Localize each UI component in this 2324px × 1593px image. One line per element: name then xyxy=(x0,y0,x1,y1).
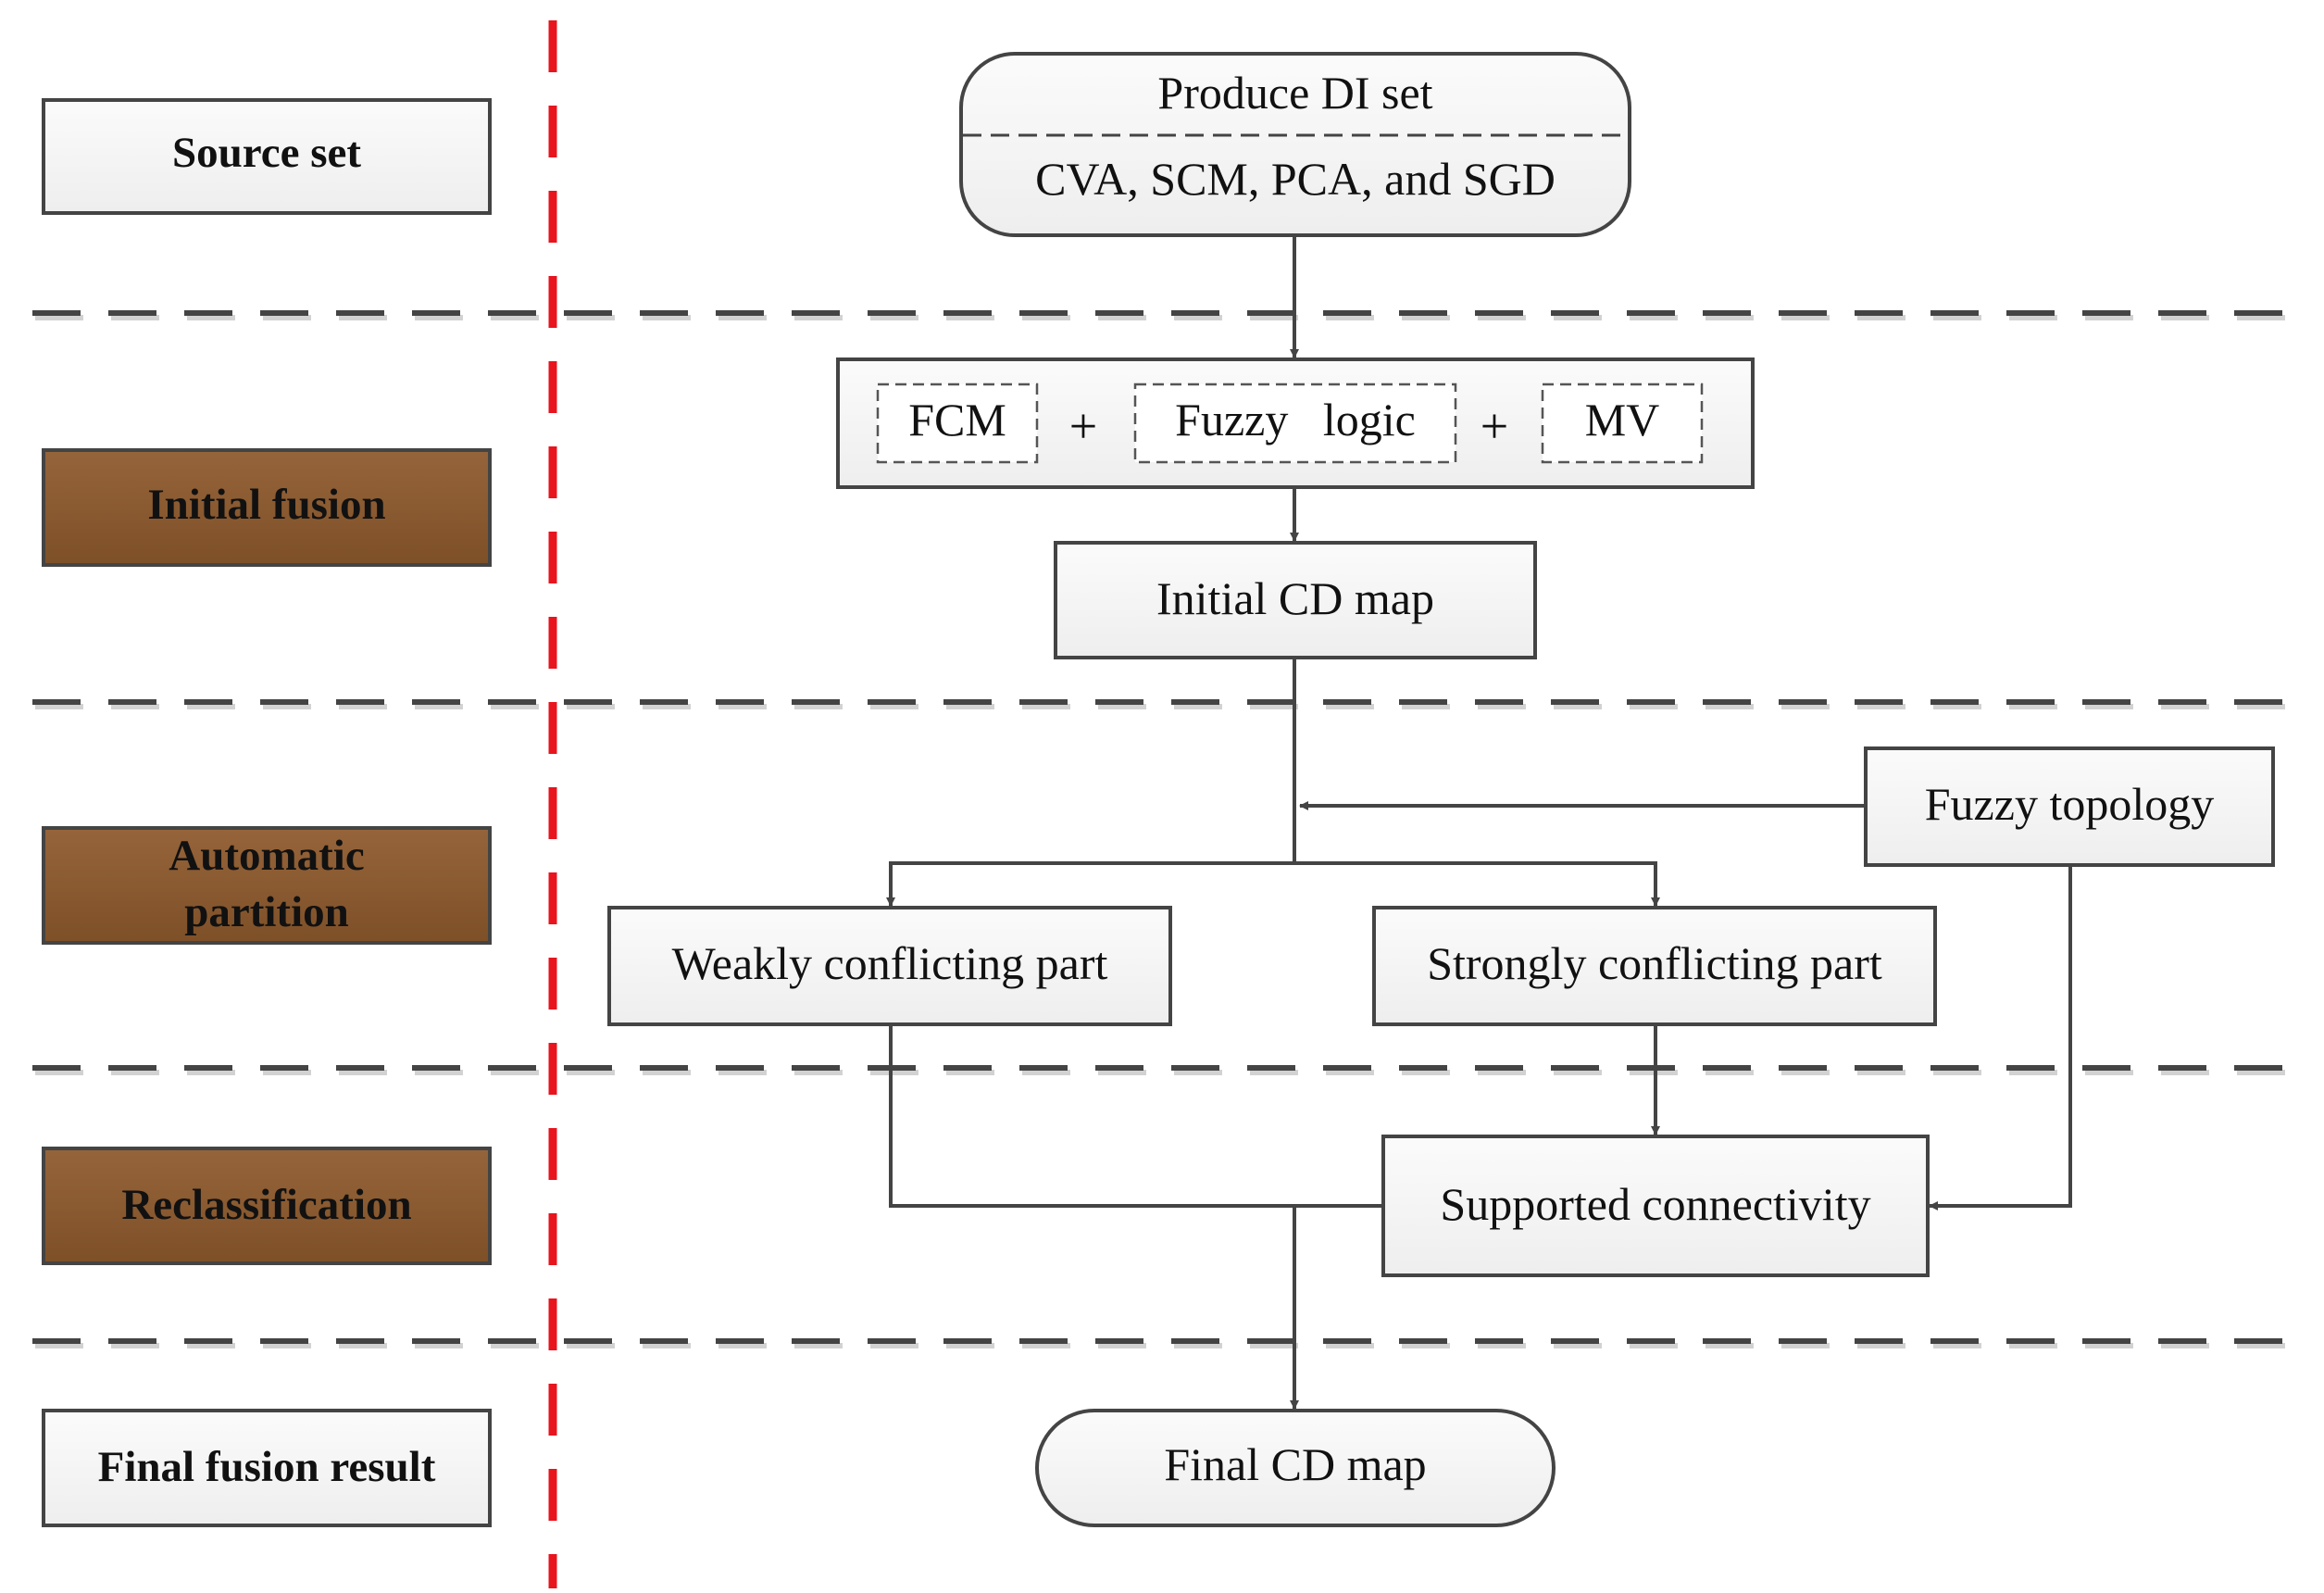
svg-text:Final CD map: Final CD map xyxy=(1164,1438,1426,1490)
arrow-topology-to-supported xyxy=(1929,865,2072,1210)
connectors xyxy=(886,235,2072,1410)
stage-labels: Source set Initial fusion Automatic part… xyxy=(42,98,492,1527)
stage-reclassification: Reclassification xyxy=(42,1147,492,1265)
node-strongly-conflicting-part: Strongly conflicting part xyxy=(1372,906,1937,1026)
svg-text:partition: partition xyxy=(184,888,349,936)
svg-text:CVA, SCM, PCA, and SGD: CVA, SCM, PCA, and SGD xyxy=(1035,153,1556,205)
svg-text:Strongly conflicting part: Strongly conflicting part xyxy=(1427,937,1882,989)
node-produce-di-set: Produce DI set CVA, SCM, PCA, and SGD xyxy=(959,52,1631,237)
stage-automatic-partition: Automatic partition xyxy=(42,826,492,945)
node-final-cd-map: Final CD map xyxy=(1035,1409,1556,1527)
svg-text:Reclassification: Reclassification xyxy=(121,1181,411,1229)
stage-final-fusion-result: Final fusion result xyxy=(42,1409,492,1527)
svg-text:Initial CD map: Initial CD map xyxy=(1156,572,1434,624)
svg-text:Supported connectivity: Supported connectivity xyxy=(1440,1178,1870,1230)
svg-text:Initial fusion: Initial fusion xyxy=(147,481,385,529)
svg-text:Weakly conflicting part: Weakly conflicting part xyxy=(672,937,1108,989)
svg-text:FCM: FCM xyxy=(908,394,1006,445)
stage-initial-fusion: Initial fusion xyxy=(42,448,492,567)
svg-text:Fuzzy logic: Fuzzy logic xyxy=(1175,394,1416,445)
svg-text:MV: MV xyxy=(1585,394,1660,445)
stage-source-set: Source set xyxy=(42,98,492,215)
method-fcm: FCM xyxy=(876,383,1039,464)
svg-text:Fuzzy topology: Fuzzy topology xyxy=(1925,778,2214,830)
node-initial-cd-map: Initial CD map xyxy=(1054,541,1537,659)
node-fuzzy-topology: Fuzzy topology xyxy=(1864,746,2275,867)
svg-text:Automatic: Automatic xyxy=(169,832,364,880)
arrow-split-to-strongly xyxy=(1294,861,1660,907)
plus-sign: + xyxy=(1069,398,1097,454)
svg-text:Source set: Source set xyxy=(172,129,361,177)
plus-sign: + xyxy=(1481,398,1508,454)
method-fuzzy-logic: Fuzzy logic xyxy=(1133,383,1457,464)
svg-text:Final fusion result: Final fusion result xyxy=(98,1443,436,1491)
method-mv: MV xyxy=(1541,383,1704,464)
svg-text:Produce DI set: Produce DI set xyxy=(1157,67,1432,119)
node-supported-connectivity: Supported connectivity xyxy=(1381,1135,1930,1277)
arrow-split-to-weakly xyxy=(886,861,1294,907)
node-fusion-methods: FCM + Fuzzy logic + MV xyxy=(836,357,1755,489)
line-weakly-to-merge xyxy=(889,1024,1383,1208)
node-weakly-conflicting-part: Weakly conflicting part xyxy=(607,906,1172,1026)
